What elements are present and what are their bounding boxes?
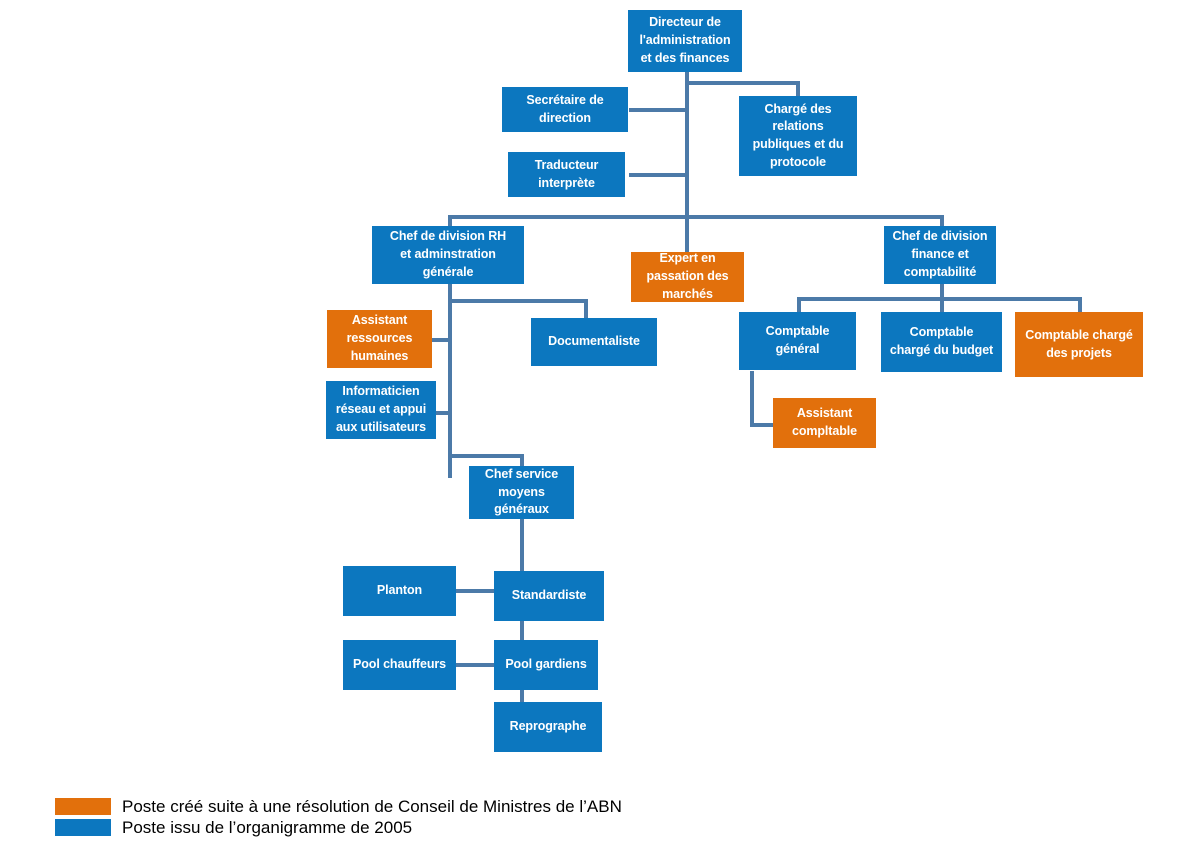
node-traducteur-interprete[interactable]: Traducteur interprète [508,152,625,197]
node-chef-service-moyens-generaux[interactable]: Chef service moyens généraux [469,466,574,519]
node-documentaliste-label: Documentaliste [548,334,640,349]
connector-chefrh-spine [448,283,452,478]
connector-bus-to-comptable-budget [940,297,944,313]
connector-bus-to-chef-finance [940,215,944,228]
node-assistant-comptable[interactable]: Assistant compltable [773,398,876,448]
node-secretaire-direction[interactable]: Secrétaire de direction [502,87,628,132]
connector-chefrh-to-chefmoyens-h [448,454,524,458]
connector-chefrh-to-chefmoyens-v [520,454,524,467]
connector-division-bus [448,215,944,219]
connector-bus-to-comptable-general [797,297,801,313]
connector-bus-to-comptable-projets [1078,297,1082,313]
node-chef-service-moyens-generaux-label: Chef service moyens généraux [484,466,559,517]
node-expert-passation-marches[interactable]: Expert en passation des marchés [631,251,744,302]
legend-swatch-orange-icon [55,798,111,815]
connector-bus-to-chef-rh [448,215,452,228]
connector-spine-to-traducteur [629,173,687,177]
node-comptable-charge-budget[interactable]: Comptable chargé du budget [881,312,1002,372]
node-assistant-ressources-humaines[interactable]: Assistant ressources humaines [327,310,432,368]
node-traducteur-interprete-label: Traducteur interprète [534,157,599,190]
connector-comptable-to-assistant-h [750,423,774,427]
node-director-label: Directeur de l'administration et des fin… [639,15,731,65]
node-planton[interactable]: Planton [343,566,456,616]
legend-swatch-blue-icon [55,819,111,836]
connector-comptable-to-assistant-v [750,371,754,427]
node-planton-label: Planton [376,583,423,598]
node-documentaliste[interactable]: Documentaliste [531,318,657,366]
connector-director-spine [685,70,689,252]
node-chef-division-finance-label: Chef de division finance et comptabilité [892,229,988,279]
node-comptable-charge-projets-label: Comptable chargé des projets [1025,327,1133,360]
node-director[interactable]: Directeur de l'administration et des fin… [628,10,742,72]
node-reprographe-label: Reprographe [509,719,587,734]
connector-chefrh-to-documentaliste-v [584,299,588,319]
node-assistant-comptable-label: Assistant compltable [792,406,857,438]
node-chef-division-rh[interactable]: Chef de division RH et adminstration gén… [372,226,524,284]
legend-label-orange: Poste créé suite à une résolution de Con… [122,797,622,816]
node-chef-division-finance[interactable]: Chef de division finance et comptabilité [884,226,996,284]
connector-cheffinance-bus [797,297,1082,301]
node-charge-relations-publiques-label: Chargé des relations publiques et du pro… [752,101,844,169]
node-comptable-general[interactable]: Comptable général [739,312,856,370]
node-expert-passation-marches-label: Expert en passation des marchés [646,251,729,301]
node-reprographe[interactable]: Reprographe [494,702,602,752]
node-comptable-charge-budget-label: Comptable chargé du budget [889,325,994,357]
connector-cheffinance-drop [940,283,944,299]
connector-chefrh-to-assistant-rh [430,338,450,342]
node-assistant-ressources-humaines-label: Assistant ressources humaines [346,313,413,363]
node-informaticien-reseau-label: Informaticien réseau et appui aux utilis… [335,384,427,434]
connector-chefrh-to-informaticien [430,411,450,415]
connector-spine-to-secretaire [629,108,687,112]
connector-chefmoyens-spine [520,518,524,728]
legend-item-blue: Poste issu de l’organigramme de 2005 [55,817,622,838]
legend: Poste créé suite à une résolution de Con… [55,796,622,838]
node-informaticien-reseau[interactable]: Informaticien réseau et appui aux utilis… [326,381,436,439]
node-comptable-general-label: Comptable général [765,324,830,356]
connector-director-to-relations-v [796,81,800,97]
connector-director-to-relations-h [685,81,800,85]
node-pool-gardiens[interactable]: Pool gardiens [494,640,598,690]
connector-chefrh-to-documentaliste-h [448,299,588,303]
node-pool-gardiens-label: Pool gardiens [505,657,587,672]
node-secretaire-direction-label: Secrétaire de direction [526,92,604,125]
node-comptable-charge-projets[interactable]: Comptable chargé des projets [1015,312,1143,377]
node-chef-division-rh-label: Chef de division RH et adminstration gén… [389,229,507,279]
connector-spine-to-expert [685,215,689,252]
legend-item-orange: Poste créé suite à une résolution de Con… [55,796,622,817]
node-pool-chauffeurs-label: Pool chauffeurs [353,657,446,672]
legend-label-blue: Poste issu de l’organigramme de 2005 [122,818,413,837]
node-standardiste-label: Standardiste [511,588,587,603]
connector-chefmoyens-to-planton [456,589,522,593]
node-charge-relations-publiques[interactable]: Chargé des relations publiques et du pro… [739,96,857,176]
node-standardiste[interactable]: Standardiste [494,571,604,621]
connector-chefmoyens-to-pool-chauffeurs [456,663,522,667]
node-pool-chauffeurs[interactable]: Pool chauffeurs [343,640,456,690]
